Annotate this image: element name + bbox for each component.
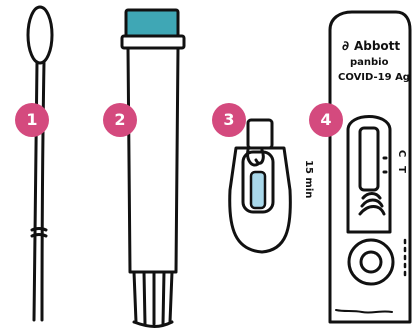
step-badge-1: 1 — [15, 103, 49, 137]
cassette-test-mark: T — [396, 166, 407, 173]
step-badge-4: 4 — [309, 103, 343, 137]
nozzle-illustration — [230, 120, 291, 252]
cassette-brand-text: Abbott — [354, 39, 400, 53]
swab-illustration — [28, 7, 52, 320]
cassette-brand-logo: ∂ Abbott — [342, 38, 400, 54]
cassette-control-mark: C — [396, 150, 407, 157]
tube-illustration — [122, 10, 184, 327]
step-badge-3: 3 — [212, 103, 246, 137]
cassette-timer-label: 15 min — [303, 160, 314, 198]
abbott-logo-mark: ∂ — [342, 39, 349, 54]
step-badge-2: 2 — [103, 103, 137, 137]
cassette-product-line2: COVID-19 Ag — [338, 72, 410, 83]
cassette-product-line1: panbio — [350, 57, 388, 68]
